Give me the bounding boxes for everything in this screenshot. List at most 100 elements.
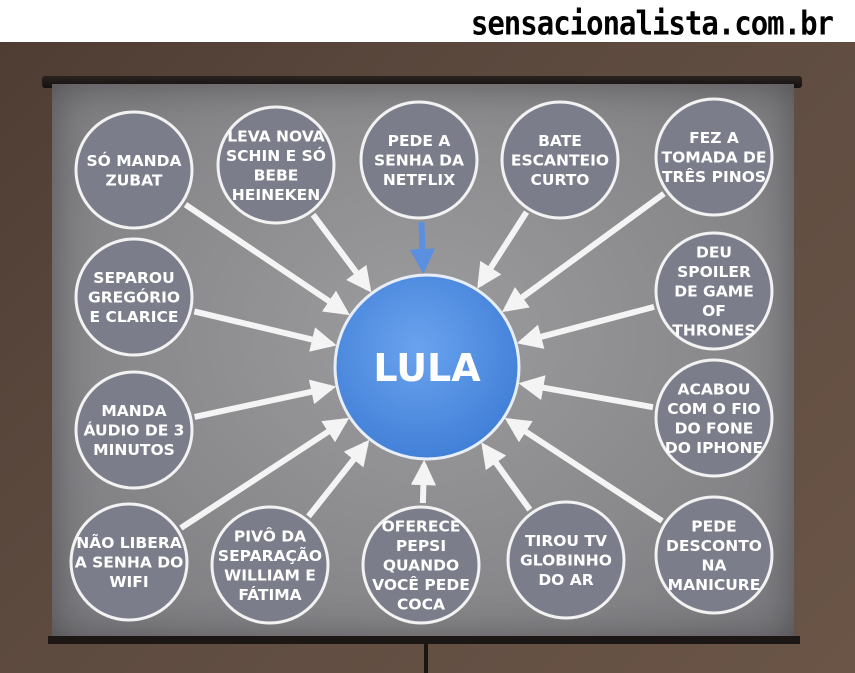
node-circle	[654, 358, 774, 478]
node-circle	[74, 110, 194, 230]
node-circle	[216, 105, 336, 225]
arrow-manda-audio	[193, 379, 337, 420]
center-circle	[333, 273, 521, 461]
node-circle	[500, 100, 620, 220]
node-label: TIROU TV	[525, 532, 607, 550]
node-label: ESCANTEIO	[511, 152, 609, 170]
arrow-deu-spoiler	[516, 303, 655, 349]
node-label: SEPAROU	[93, 269, 174, 287]
node-circle	[654, 97, 774, 217]
arrow-pivo-separacao	[306, 439, 370, 519]
node-label: HEINEKEN	[232, 186, 320, 204]
node-circle	[74, 370, 194, 490]
node-label: VOCÊ PEDE	[372, 575, 470, 594]
arrow-fez-tomada	[502, 191, 666, 313]
node-label: PEDE	[691, 517, 736, 535]
node-label: BEBE	[254, 166, 299, 184]
node-label: SÓ MANDA	[87, 151, 182, 170]
node-label: NÃO LIBERA	[76, 533, 182, 552]
node-label: PEPSI	[396, 537, 446, 555]
node-label: SPOILER	[677, 263, 751, 281]
node-circle	[361, 505, 481, 625]
node-label: COM O FIO	[667, 400, 760, 418]
arrow-pede-desconto-manicure	[504, 417, 664, 524]
arrow-leva-nova-schin	[310, 212, 372, 293]
node-label: NA	[702, 556, 727, 574]
node-label: WILLIAM E	[224, 566, 316, 584]
arrows-layer	[179, 191, 666, 531]
node-label: ZUBAT	[105, 171, 162, 189]
node-label: DO AR	[538, 571, 593, 589]
projector-screen-bottom-bar	[48, 636, 800, 644]
node-label: ACABOU	[678, 380, 751, 398]
node-label: ÁUDIO DE 3	[84, 421, 185, 440]
node-label: SEPARAÇÃO	[218, 546, 322, 565]
node-label: DO IPHONE	[665, 439, 763, 457]
node-label: FÁTIMA	[238, 585, 301, 604]
node-label: LEVA NOVA	[227, 127, 324, 145]
node-circle	[654, 495, 774, 615]
node-label: DEU	[696, 244, 732, 262]
node-circle	[210, 505, 330, 625]
node-label: GREGÓRIO	[88, 288, 180, 307]
node-label: QUANDO	[383, 557, 459, 575]
node-circle	[506, 500, 626, 620]
node-label: DESCONTO	[666, 537, 762, 555]
arrow-pede-senha-netflix	[409, 221, 436, 275]
arrow-bate-escanteio	[477, 210, 530, 289]
node-circle	[74, 237, 194, 357]
projector-stand	[424, 644, 428, 673]
node-label: TOMADA DE	[662, 149, 767, 167]
arrow-tirou-tv-globinho	[481, 442, 533, 512]
node-label: MANICURE	[668, 576, 761, 594]
arrow-so-manda-zubat	[183, 202, 350, 316]
node-circle	[654, 231, 774, 351]
node-label: PIVÔ DA	[234, 526, 306, 545]
node-label: GLOBINHO	[520, 552, 612, 570]
node-label: NETFLIX	[383, 171, 455, 189]
arrow-separou-gregorio	[193, 308, 337, 352]
node-label: OFERECE	[382, 518, 461, 536]
node-label: COCA	[397, 596, 445, 614]
node-circle	[69, 502, 189, 622]
node-label: THRONES	[672, 322, 755, 340]
node-label: SENHA DA	[374, 152, 464, 170]
node-label: FEZ A	[689, 129, 739, 147]
node-label: PEDE A	[388, 132, 451, 150]
arrow-oferece-pepsi	[410, 459, 437, 504]
node-label: CURTO	[531, 171, 590, 189]
site-watermark: sensacionalista.com.br	[470, 3, 834, 43]
node-label: SCHIN E SÓ	[226, 146, 326, 165]
center-label: LULA	[373, 346, 481, 390]
node-label: E CLARICE	[90, 308, 179, 326]
node-circle	[359, 100, 479, 220]
node-label: MINUTOS	[93, 441, 175, 459]
node-label: DO FONE	[675, 419, 754, 437]
arrow-acabou-fio-fone	[518, 375, 654, 411]
node-label: TRÊS PINOS	[662, 167, 766, 186]
center-layer: LULA	[333, 273, 521, 461]
arrow-nao-libera-wifi	[179, 417, 350, 531]
node-label: DE GAME	[674, 283, 754, 301]
node-label: BATE	[538, 132, 582, 150]
node-label: OF	[702, 302, 726, 320]
node-label: MANDA	[101, 402, 166, 420]
node-label: A SENHA DO	[75, 554, 184, 572]
node-label: WIFI	[109, 573, 148, 591]
